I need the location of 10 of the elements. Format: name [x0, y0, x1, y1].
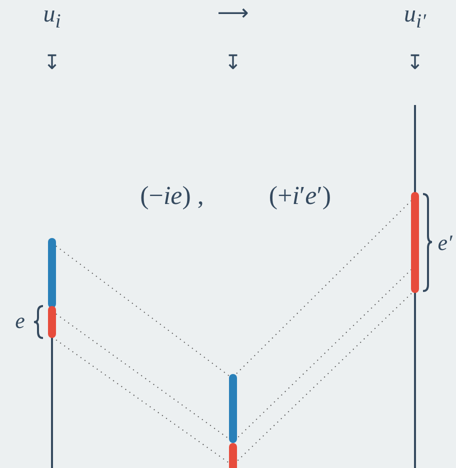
brace-label: e′	[438, 232, 452, 254]
math-label: u$_{i′}$	[404, 2, 426, 32]
mapsto-arrow-symbol: ↧	[406, 52, 424, 72]
arrow-symbol: ⟶	[217, 3, 249, 25]
mapsto-arrow-symbol: ↧	[44, 52, 60, 72]
brace-label: e	[15, 310, 25, 332]
mapsto-arrow-symbol: ↧	[224, 52, 242, 72]
math-formula: (−ie) ,	[140, 183, 204, 209]
math-label: u$_{i}$	[43, 2, 61, 32]
math-formula: (+i′e′)	[268, 183, 332, 209]
